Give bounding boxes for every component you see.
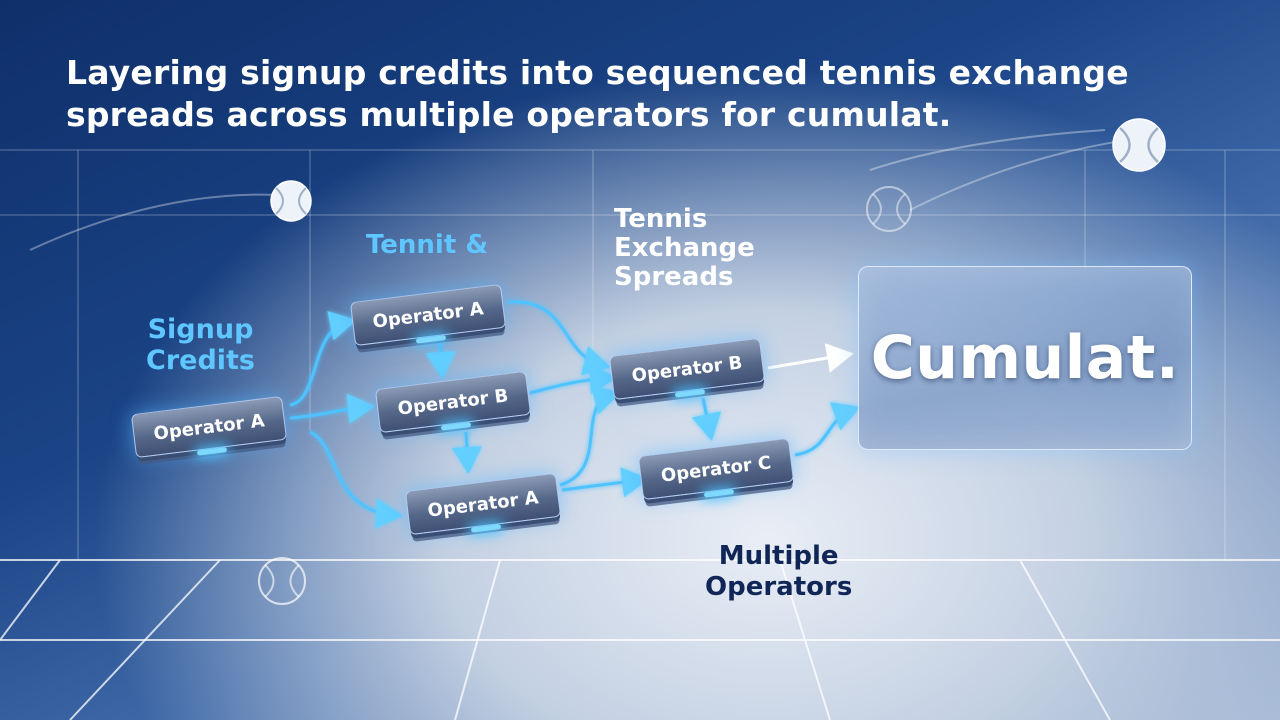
arrow-top-to-middle (425, 341, 456, 379)
tennis-ball-icon (1112, 118, 1166, 172)
label-tennit: Tennit & (366, 230, 489, 260)
label-exchange-line: Exchange (614, 233, 755, 263)
tennis-ball-icon (258, 557, 306, 605)
label-tennis-exchange-spreads: Tennis Exchange Spreads (614, 205, 755, 292)
arrow-top-to-right-upper (507, 300, 611, 376)
arrow-right-lower-to-result (794, 402, 861, 457)
arrow-right-upper-to-right-lower (691, 397, 722, 441)
arrow-middle-to-right-upper (529, 364, 617, 395)
page-title: Layering signup credits into sequenced t… (66, 53, 1129, 134)
label-credits-line: Credits (146, 345, 256, 376)
arrow-bottom-to-right-lower (561, 467, 649, 498)
arrow-start-to-middle (289, 393, 375, 424)
label-signup-credits: Signup Credits (146, 314, 255, 376)
tennis-ball-icon (866, 186, 912, 232)
label-operators-line: Operators (705, 572, 853, 602)
arrow-start-to-bottom (309, 430, 403, 529)
result-box: Cumulat. (858, 266, 1192, 450)
arrow-start-to-top (289, 311, 357, 407)
label-spreads-line: Spreads (614, 262, 734, 292)
result-label: Cumulat. (870, 323, 1180, 393)
arrow-right-upper-to-result (767, 343, 854, 373)
arrow-middle-to-bottom (451, 431, 482, 474)
tennis-ball-icon (270, 180, 312, 222)
label-signup-line: Signup (147, 314, 254, 345)
label-multiple-line: Multiple (718, 541, 839, 571)
label-tennis-line: Tennis (614, 204, 708, 234)
label-multiple-operators: Multiple Operators (705, 541, 852, 603)
arrow-bottom-to-right-upper (559, 385, 621, 487)
